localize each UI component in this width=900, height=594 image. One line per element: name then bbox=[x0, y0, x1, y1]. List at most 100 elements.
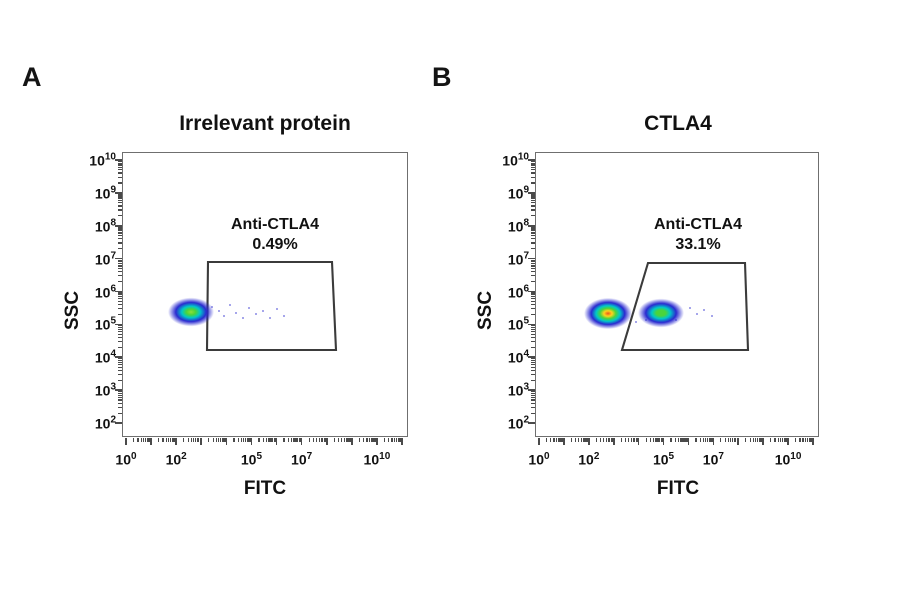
x-minor-tick bbox=[752, 438, 754, 442]
y-minor-tick bbox=[118, 197, 122, 199]
y-minor-tick bbox=[531, 396, 535, 398]
x-minor-tick bbox=[630, 438, 632, 442]
y-minor-tick bbox=[118, 294, 122, 296]
x-minor-tick bbox=[770, 438, 772, 442]
x-minor-tick bbox=[580, 438, 582, 442]
y-minor-tick bbox=[531, 328, 535, 331]
x-minor-tick bbox=[779, 438, 782, 442]
plot-title-b: CTLA4 bbox=[644, 112, 712, 135]
x-minor-tick bbox=[794, 438, 797, 442]
y-minor-tick bbox=[118, 373, 122, 376]
x-minor-tick bbox=[246, 438, 249, 442]
y-major-tick bbox=[528, 290, 535, 293]
y-minor-tick bbox=[118, 259, 122, 261]
x-major-tick bbox=[200, 438, 203, 445]
y-minor-tick bbox=[531, 399, 535, 401]
x-minor-tick bbox=[749, 438, 751, 442]
x-minor-tick bbox=[324, 438, 327, 442]
x-minor-tick bbox=[745, 438, 747, 442]
x-minor-tick bbox=[196, 438, 198, 442]
x-minor-tick bbox=[653, 438, 655, 442]
y-minor-tick bbox=[531, 265, 535, 267]
y-minor-tick bbox=[118, 230, 122, 232]
x-minor-tick bbox=[685, 438, 687, 442]
y-minor-tick bbox=[531, 160, 535, 163]
y-minor-tick bbox=[118, 379, 122, 381]
x-minor-tick bbox=[802, 438, 804, 442]
x-minor-tick bbox=[553, 438, 555, 442]
y-minor-tick bbox=[118, 265, 122, 267]
x-minor-tick bbox=[270, 438, 272, 442]
x-minor-tick bbox=[220, 438, 222, 442]
x-minor-tick bbox=[595, 438, 597, 442]
scatter-event bbox=[275, 307, 279, 311]
y-minor-tick bbox=[118, 164, 122, 166]
x-minor-tick bbox=[562, 438, 564, 442]
x-minor-tick bbox=[249, 438, 251, 442]
x-minor-tick bbox=[707, 438, 709, 442]
x-minor-tick bbox=[368, 438, 370, 442]
y-minor-tick bbox=[531, 164, 535, 166]
plot-title-a: Irrelevant protein bbox=[179, 112, 351, 135]
scatter-event bbox=[688, 306, 692, 310]
x-minor-tick bbox=[783, 438, 785, 442]
y-minor-tick bbox=[531, 215, 535, 217]
gate-percent-b: 33.1% bbox=[675, 235, 721, 253]
y-minor-tick bbox=[118, 358, 122, 360]
y-minor-tick bbox=[531, 259, 535, 261]
y-minor-tick bbox=[118, 238, 122, 240]
x-minor-tick bbox=[799, 438, 801, 442]
y-minor-tick bbox=[531, 162, 535, 164]
x-minor-tick bbox=[735, 438, 737, 442]
x-minor-tick bbox=[350, 438, 352, 442]
y-minor-tick bbox=[531, 333, 535, 335]
x-minor-tick bbox=[142, 438, 145, 442]
x-minor-tick bbox=[806, 438, 809, 442]
y-minor-tick bbox=[531, 359, 535, 362]
x-minor-tick bbox=[393, 438, 396, 442]
x-minor-tick bbox=[686, 438, 688, 442]
scatter-event bbox=[674, 318, 678, 322]
x-minor-tick bbox=[584, 438, 586, 442]
x-minor-tick bbox=[341, 438, 343, 442]
y-tick-label: 103 bbox=[94, 381, 116, 399]
x-major-tick bbox=[325, 438, 328, 445]
x-major-tick bbox=[587, 438, 590, 445]
y-minor-tick bbox=[531, 325, 535, 327]
y-minor-tick bbox=[531, 340, 535, 343]
y-tick-label: 1010 bbox=[89, 151, 116, 169]
x-minor-tick bbox=[755, 438, 757, 442]
x-minor-tick bbox=[736, 438, 738, 442]
y-tick-label: 107 bbox=[94, 250, 116, 267]
x-minor-tick bbox=[605, 438, 607, 442]
x-minor-tick bbox=[198, 438, 200, 442]
x-tick-label: 105 bbox=[652, 451, 675, 468]
y-minor-tick bbox=[531, 313, 535, 316]
x-minor-tick bbox=[218, 438, 220, 442]
x-minor-tick bbox=[635, 438, 637, 442]
x-minor-tick bbox=[397, 438, 399, 442]
y-minor-tick bbox=[118, 261, 122, 263]
y-minor-tick bbox=[531, 169, 535, 171]
x-minor-tick bbox=[395, 438, 398, 442]
x-minor-tick bbox=[322, 438, 324, 442]
y-minor-tick bbox=[118, 333, 122, 335]
x-minor-tick bbox=[144, 438, 147, 442]
x-minor-tick bbox=[777, 438, 779, 442]
y-minor-tick bbox=[531, 366, 535, 368]
x-major-tick bbox=[175, 438, 178, 445]
x-minor-tick bbox=[545, 438, 548, 442]
x-minor-tick bbox=[645, 438, 647, 442]
y-minor-tick bbox=[118, 226, 122, 228]
x-minor-tick bbox=[699, 438, 701, 442]
x-minor-tick bbox=[370, 438, 372, 442]
y-minor-tick bbox=[531, 271, 535, 273]
y-minor-tick bbox=[531, 238, 535, 240]
x-minor-tick bbox=[358, 438, 360, 442]
x-minor-tick bbox=[695, 438, 697, 442]
y-minor-tick bbox=[118, 394, 122, 396]
x-minor-tick bbox=[146, 438, 148, 442]
x-minor-tick bbox=[603, 438, 605, 442]
scatter-event bbox=[695, 312, 699, 316]
y-minor-tick bbox=[118, 391, 122, 393]
